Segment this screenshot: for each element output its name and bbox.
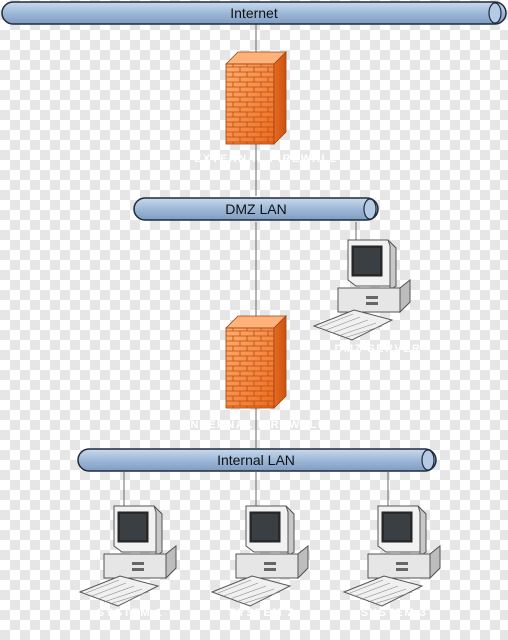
system3-label: SYSTEM 3 xyxy=(361,607,427,619)
external-firewall-icon xyxy=(225,51,287,145)
system3-computer-icon xyxy=(343,505,441,607)
system2-computer-icon xyxy=(211,505,309,607)
system1-label: SYSTEM 1 xyxy=(97,607,163,619)
internal-lan-bus-label: Internal LAN xyxy=(217,452,295,468)
system1-computer-icon xyxy=(79,505,177,607)
internal-lan-bus: Internal LAN xyxy=(77,448,437,472)
internal-firewall-icon xyxy=(225,315,287,409)
external-firewall-label: EXTERNAL FIREWALL xyxy=(194,153,338,165)
internal-firewall-label: INTERNAL FIREWALL xyxy=(186,419,326,431)
internet-bus-label: Internet xyxy=(230,5,278,21)
dmz-server-label: DMZ SERVER xyxy=(335,343,422,355)
internet-bus: Internet xyxy=(1,1,507,25)
dmz-server-computer-icon xyxy=(313,239,411,341)
system2-label: SYSTEM 2 xyxy=(229,607,295,619)
dmz-lan-bus-label: DMZ LAN xyxy=(225,201,286,217)
dmz-lan-bus: DMZ LAN xyxy=(133,197,379,221)
